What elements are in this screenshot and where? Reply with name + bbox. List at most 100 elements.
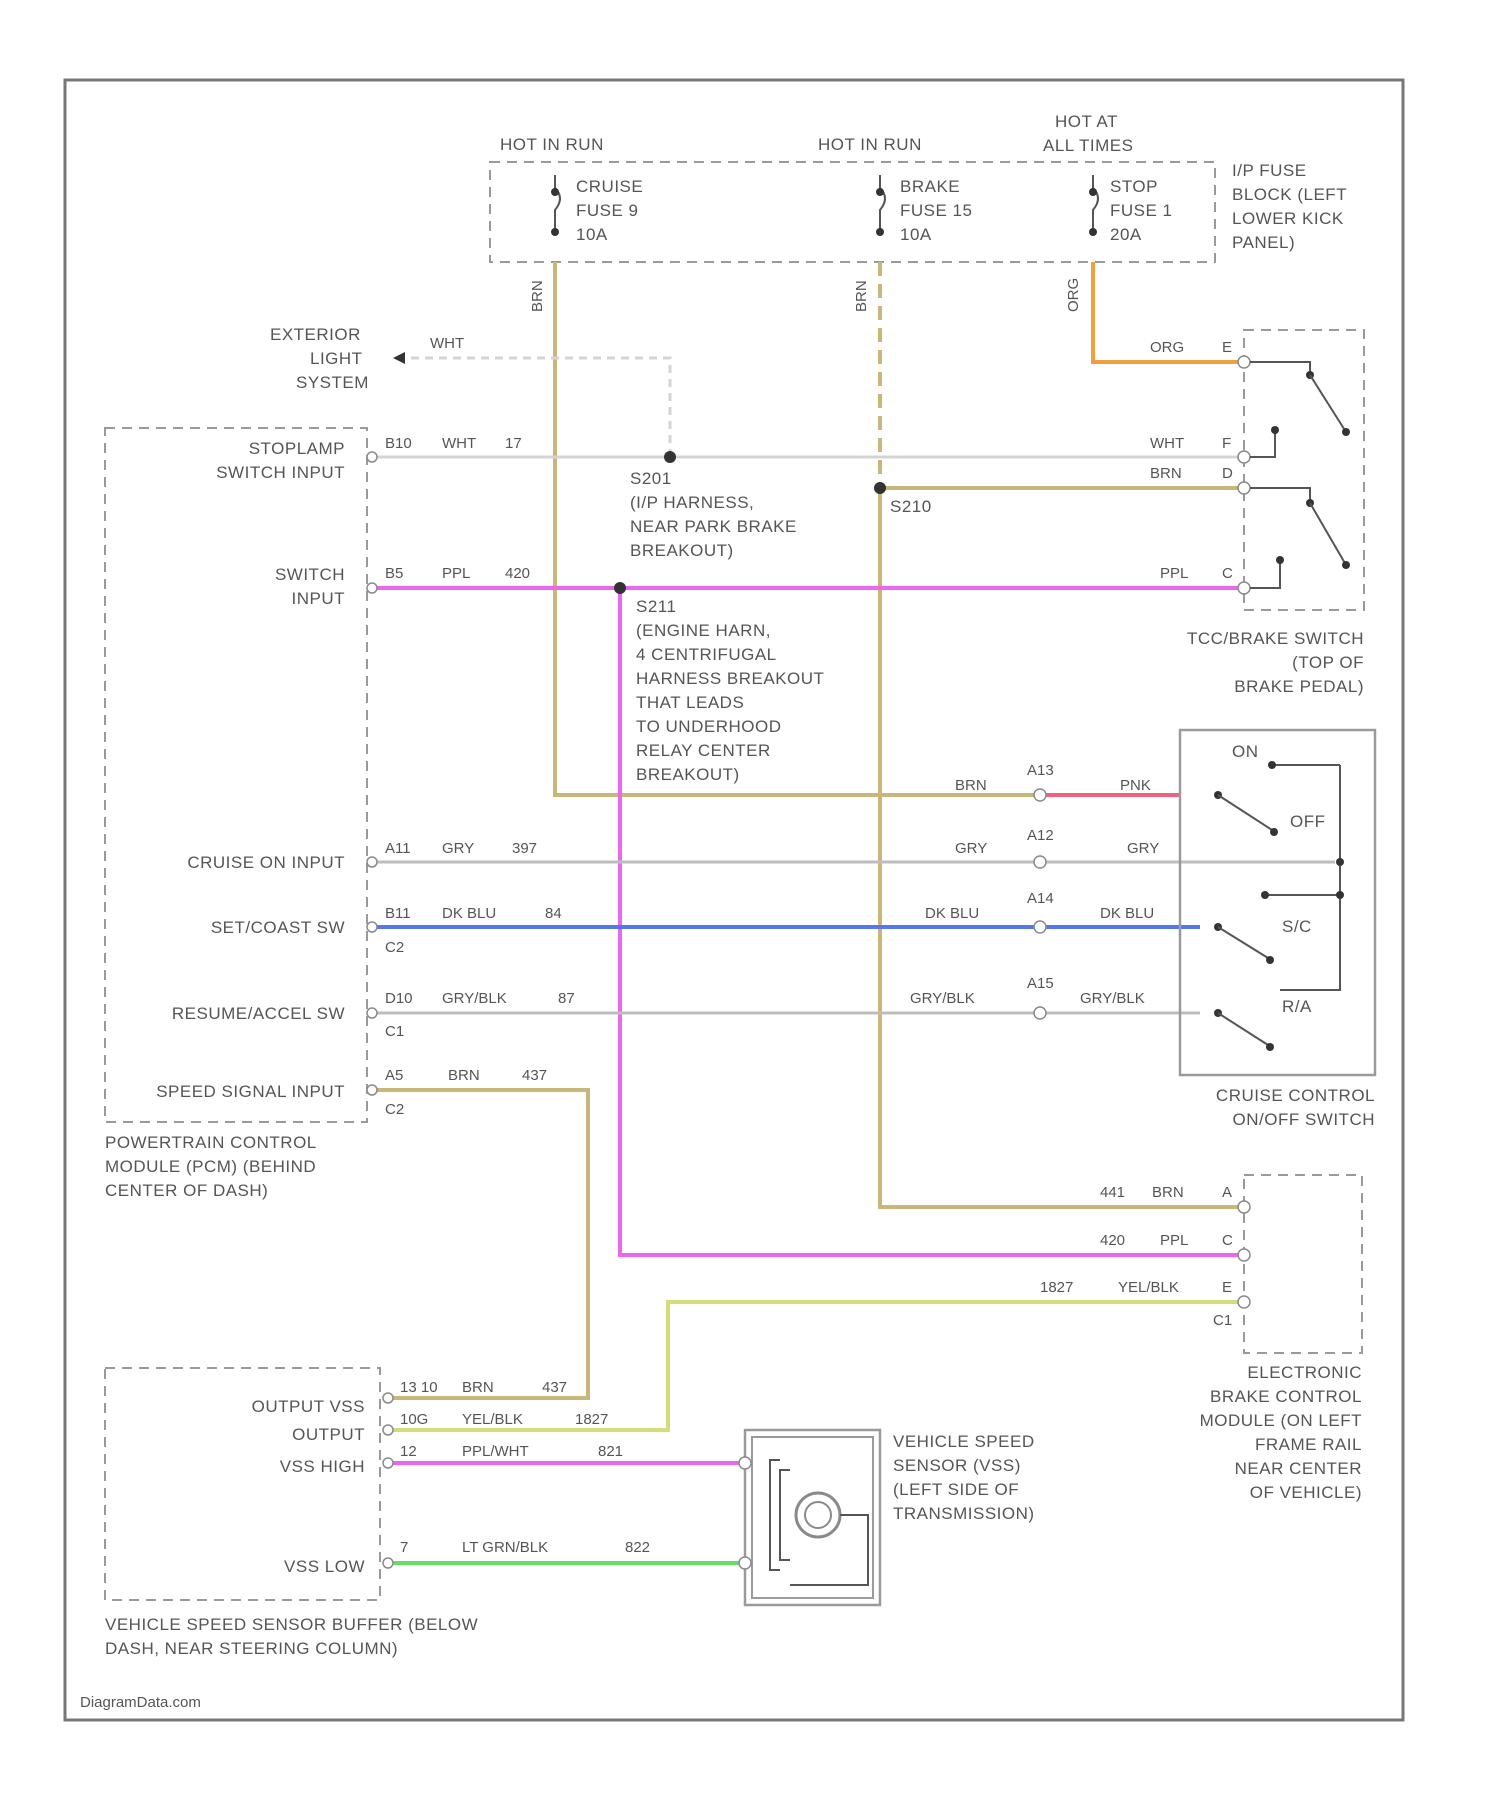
cruise-name-2: ON/OFF SWITCH [1233,1110,1375,1129]
fuse-block-location-3: LOWER KICK [1232,209,1344,228]
tcc-pin-e: E [1222,339,1232,356]
vssb-ltgrnblk-color: LT GRN/BLK [462,1539,548,1556]
hot-in-run-label-2: HOT IN RUN [818,135,922,154]
tcc-pin-f: F [1222,435,1231,452]
cruise-row1-left: BRN [955,777,987,794]
footer-watermark: DiagramData.com [80,1694,201,1711]
pcm-ppl-color: PPL [442,565,470,582]
exterior-label-2: LIGHT [310,349,363,368]
ebcm-name-4: FRAME RAIL [1255,1435,1362,1454]
pcm-stoplamp-label-2: SWITCH INPUT [216,463,345,482]
ebcm-name-6: OF VEHICLE) [1250,1483,1362,1502]
s211-label-2: (ENGINE HARN, [636,621,771,640]
ebcm-name-5: NEAR CENTER [1235,1459,1362,1478]
vssb-name-2: DASH, NEAR STEERING COLUMN) [105,1639,398,1658]
pcm-pin-a11: A11 [385,840,411,857]
cruise-state-on: ON [1232,742,1259,761]
fuse-block-location-2: BLOCK (LEFT [1232,185,1347,204]
ebcm-circuit-420: 420 [1100,1232,1125,1249]
pcm-switch-label-1: SWITCH [275,565,345,584]
pcm-gry-color: GRY [442,840,474,857]
pcm-set-coast-label: SET/COAST SW [211,918,345,937]
ebcm-pin-a: A [1222,1184,1232,1201]
ebcm-name-3: MODULE (ON LEFT [1200,1411,1362,1430]
vssb-yelblk-color: YEL/BLK [462,1411,523,1428]
pcm-switch-label-2: INPUT [292,589,346,608]
s211-label-4: HARNESS BREAKOUT [636,669,824,688]
all-times-label: ALL TIMES [1043,136,1133,155]
splice-s201 [664,451,676,463]
stop-fuse-number: FUSE 1 [1110,201,1173,220]
splice-s211 [614,582,626,594]
pcm-cruise-on-label: CRUISE ON INPUT [187,853,345,872]
vssb-pin-7: 7 [400,1539,408,1556]
ebcm-name-1: ELECTRONIC [1247,1363,1362,1382]
pcm-terminals [367,452,377,1095]
cruise-row4-left: GRY/BLK [910,990,975,1007]
cruise-fuse-rating: 10A [576,225,608,244]
tcc-name-1: TCC/BRAKE SWITCH [1187,629,1364,648]
pcm-circuit-87: 87 [558,990,575,1007]
ebcm-module: 441 BRN A 420 PPL C 1827 YEL/BLK E C1 EL… [1040,1175,1362,1502]
cruise-row1-right: PNK [1120,777,1151,794]
cruise-row1-pin: A13 [1027,762,1054,779]
cruise-fuse: CRUISE FUSE 9 10A [551,175,643,244]
vssb-circuit-437: 437 [542,1379,567,1396]
brake-fuse-number: FUSE 15 [900,201,972,220]
s201-label-1: S201 [630,469,672,488]
vss-name-4: TRANSMISSION) [893,1504,1035,1523]
pcm-circuit-437: 437 [522,1067,547,1084]
pcm-circuit-84: 84 [545,905,562,922]
pcm-speed-signal-label: SPEED SIGNAL INPUT [156,1082,345,1101]
pcm-module: STOPLAMP SWITCH INPUT B10 WHT 17 SWITCH … [105,428,575,1200]
ebcm-pin-c: C [1222,1232,1233,1249]
pcm-connector-c2a: C2 [385,939,404,956]
pcm-pin-b5: B5 [385,565,403,582]
pcm-wht-color: WHT [442,435,476,452]
tcc-name-2: (TOP OF [1292,653,1364,672]
s211-label-1: S211 [636,597,676,616]
fuse-block: HOT IN RUN HOT IN RUN HOT AT ALL TIMES C… [490,112,1347,262]
s211-label-5: THAT LEADS [636,693,744,712]
cruise-row2-right: GRY [1127,840,1159,857]
cruise-row2-left: GRY [955,840,987,857]
pcm-resume-label: RESUME/ACCEL SW [172,1004,345,1023]
cruise-fuse-name: CRUISE [576,177,643,196]
vssb-vss-low-label: VSS LOW [284,1557,365,1576]
pcm-pin-d10: D10 [385,990,413,1007]
s201-label-4: BREAKOUT) [630,541,734,560]
pcm-name-2: MODULE (PCM) (BEHIND [105,1157,316,1176]
exterior-label-1: EXTERIOR [270,325,361,344]
cruise-row3-right: DK BLU [1100,905,1154,922]
vssb-circuit-822: 822 [625,1539,650,1556]
tcc-pin-d: D [1222,465,1233,482]
vssb-circuit-821: 821 [598,1443,623,1460]
pcm-pin-b10: B10 [385,435,412,452]
fuse-block-location-4: PANEL) [1232,233,1295,252]
cruise-state-off: OFF [1290,812,1326,831]
vss-buffer-module: OUTPUT VSS OUTPUT VSS HIGH VSS LOW 13 10… [105,1368,650,1658]
cruise-row3-pin: A14 [1027,890,1054,907]
pcm-pin-b11: B11 [385,905,411,922]
vssb-vss-high-label: VSS HIGH [280,1457,365,1476]
ebcm-circuit-441: 441 [1100,1184,1125,1201]
vss-sensor-coil-icon [796,1493,840,1537]
s201-label-3: NEAR PARK BRAKE [630,517,797,536]
ebcm-pin-e: E [1222,1279,1232,1296]
vssb-output-vss-label: OUTPUT VSS [252,1397,365,1416]
pcm-connector-c2b: C2 [385,1101,404,1118]
pcm-circuit-420: 420 [505,565,530,582]
vssb-circuit-1827: 1827 [575,1411,608,1428]
vssb-pplwht-color: PPL/WHT [462,1443,529,1460]
ebcm-connector-c1: C1 [1213,1312,1232,1329]
tcc-ppl-color: PPL [1160,565,1188,582]
brake-fuse: BRAKE FUSE 15 10A [876,175,972,244]
s201-label-2: (I/P HARNESS, [630,493,754,512]
vssb-pin-12: 12 [400,1443,417,1460]
fuse-block-location-1: I/P FUSE [1232,161,1307,180]
vssb-pin-10g: 10G [400,1411,428,1428]
tcc-name-3: BRAKE PEDAL) [1234,677,1364,696]
cruise-row2-pin: A12 [1027,827,1054,844]
ebcm-yelblk-color: YEL/BLK [1118,1279,1179,1296]
